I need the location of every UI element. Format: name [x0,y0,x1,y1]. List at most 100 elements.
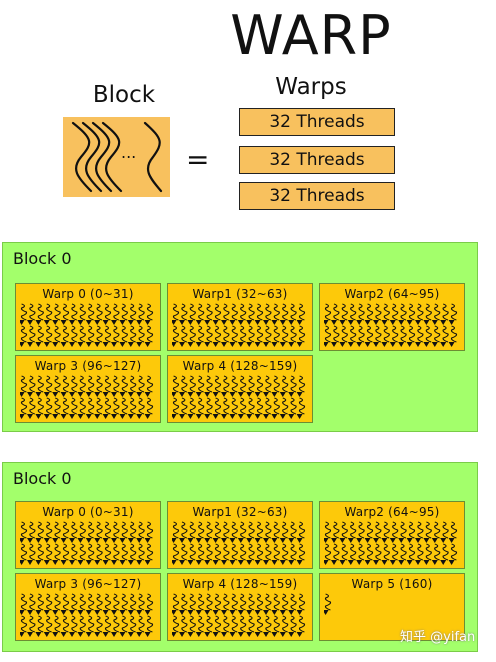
thread-squiggle [146,593,154,611]
thread-squiggle [37,303,44,321]
thread-arrowhead [94,610,101,615]
thread-arrowhead [187,342,194,347]
thread-squiggle [37,615,44,633]
thread-squiggle [265,397,272,415]
thread-arrowhead [35,414,42,419]
thread-arrowhead [111,632,117,637]
thread-squiggle [290,325,297,343]
thread-squiggle [282,325,289,343]
thread-squiggle [189,543,196,561]
thread-squiggle [341,325,348,343]
thread-squiggle [88,615,95,633]
thread-squiggle [400,521,407,539]
thread-arrowhead [254,392,261,397]
thread-arrowhead [279,538,286,543]
thread-squiggle [206,593,213,611]
thread-squiggle [54,593,61,611]
thread-squiggle [138,397,145,415]
thread-squiggle [121,543,128,561]
thread-squiggle [298,521,306,539]
thread-arrowhead [212,342,219,347]
thread-arrowhead [204,610,211,615]
thread-squiggle [223,615,230,633]
thread-arrowhead [448,560,455,565]
thread-squiggle [54,303,61,321]
thread-arrowhead [229,414,236,419]
thread-arrowhead [254,632,261,637]
thread-arrowhead [144,538,151,543]
thread-arrowhead [43,560,50,565]
thread-arrowhead [254,342,261,347]
thread-arrowhead [94,538,101,543]
thread-arrowhead [288,632,295,637]
thread-arrowhead [423,560,430,565]
thread-arrowhead [331,538,337,543]
block-panel-2: Block 0 Warp 0 (0~31) Warp1 (32~63) Warp… [2,462,478,652]
thread-arrowhead [254,320,261,325]
thread-squiggle [198,615,205,633]
thread-squiggle [366,325,374,343]
thread-arrowhead [331,320,337,325]
thread-squiggle [392,521,399,539]
thread-arrowhead [52,610,59,615]
thread-squiggle [130,615,137,633]
thread-arrowhead [195,560,202,565]
thread-arrowhead [356,342,363,347]
thread-arrowhead [27,320,33,325]
thread-squiggle [138,375,145,393]
thread-squiggle [88,543,95,561]
thread-arrowhead [35,632,42,637]
thread-squiggle [298,325,306,343]
thread-squiggle [324,325,332,343]
thread-arrowhead [35,392,42,397]
warp-box: Warp2 (64~95) [319,283,465,351]
thread-arrowhead [356,560,363,565]
thread-squiggle [96,521,103,539]
thread-squiggle [256,325,264,343]
thread-squiggle [417,543,424,561]
thread-squiggle [96,543,103,561]
thread-arrowhead [254,414,261,419]
thread-squiggle [104,303,112,321]
warp-label: Warp 0 (0~31) [42,287,134,301]
thread-squiggle [450,521,458,539]
thread-squiggle [62,615,70,633]
thread-squiggle [29,543,36,561]
thread-arrowhead [271,320,278,325]
thread-squiggle [214,521,222,539]
thread-squiggle [333,543,340,561]
thread-arrowhead [179,560,185,565]
thread-arrowhead [85,610,92,615]
thread-arrowhead [398,320,405,325]
thread-arrowhead [52,414,59,419]
thread-arrowhead [279,610,286,615]
thread-squiggle [298,615,306,633]
thread-squiggle [79,303,86,321]
thread-squiggle [71,593,78,611]
thread-squiggle [248,303,255,321]
thread-squiggle [172,521,180,539]
thread-squiggle [298,375,306,393]
thread-waves [172,521,306,565]
thread-arrowhead [35,610,42,615]
thread-arrowhead [119,632,126,637]
thread-squiggle [54,543,61,561]
thread-arrowhead [85,342,92,347]
thread-squiggle [104,397,112,415]
thread-arrowhead [144,320,151,325]
thread-squiggle [198,325,205,343]
thread-squiggle [273,375,280,393]
thread-squiggle [88,375,95,393]
thread-squiggle [121,397,128,415]
thread-squiggle [358,543,365,561]
thread-arrowhead [20,342,25,347]
thread-squiggle [130,325,137,343]
thread-arrowhead [119,414,126,419]
thread-squiggle [248,397,255,415]
thread-squiggle [54,615,61,633]
thread-squiggle [88,397,95,415]
thread-arrowhead [406,320,413,325]
thread-squiggle [96,593,103,611]
thread-squiggle [366,303,374,321]
thread-squiggle [189,375,196,393]
